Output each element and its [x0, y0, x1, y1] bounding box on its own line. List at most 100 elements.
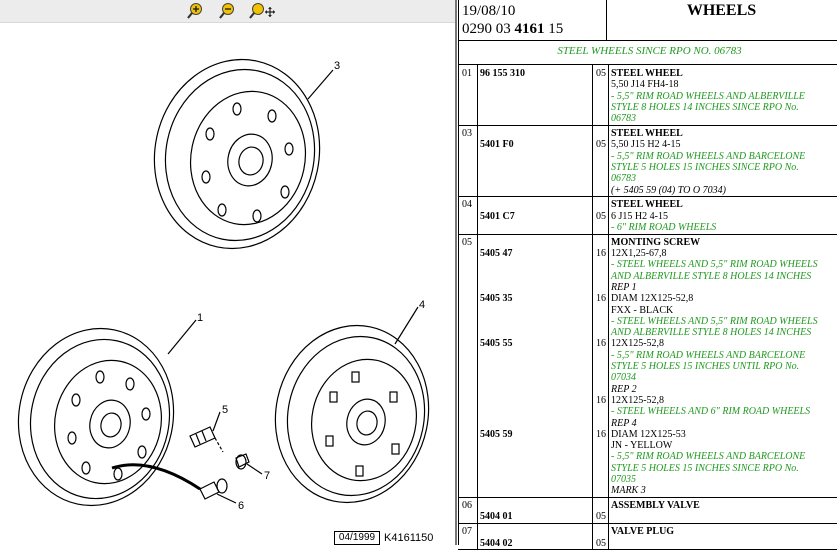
column-separator	[592, 232, 593, 497]
application-note: - 5,5" RIM ROAD WHEELS AND BARCELONE	[611, 349, 806, 361]
row-ref: 04	[462, 199, 472, 211]
column-separator	[477, 195, 478, 234]
row-separator	[458, 497, 837, 498]
part-spec: 5,50 J15 H2 4-15	[611, 139, 681, 151]
part-number: 5405 35	[480, 293, 513, 305]
zoom-toolbar	[0, 0, 455, 23]
quantity: 05	[596, 210, 606, 222]
part-spec: DIAM 12X125-53	[611, 428, 686, 440]
column-separator	[608, 496, 609, 524]
application-note: - STEEL WHEELS AND 5,5" RIM ROAD WHEELS	[611, 259, 818, 271]
application-note: 06783	[611, 113, 636, 125]
application-note: - 6" RIM ROAD WHEELS	[611, 221, 717, 233]
column-separator	[608, 64, 609, 125]
application-note: - 5,5" RIM ROAD WHEELS AND BARCELONE	[611, 150, 806, 162]
pane-divider[interactable]	[455, 0, 457, 545]
part-designation: STEEL WHEEL	[611, 128, 683, 139]
column-separator	[477, 232, 478, 497]
quantity: 16	[596, 293, 606, 305]
application-note: - STEEL WHEELS AND 6" RIM ROAD WHEELS	[611, 406, 811, 418]
parts-list-pane: 19/08/10 0290 03 4161 15 WHEELS STEEL WH…	[458, 0, 837, 550]
row-ref: 07	[462, 526, 472, 538]
column-separator	[477, 496, 478, 524]
application-note: 07035	[611, 474, 636, 485]
part-spec: 6 J15 H2 4-15	[611, 210, 668, 222]
drawing-pane: 3 1 4 5 7 6 04/1999 K4161150	[0, 0, 455, 545]
column-separator	[592, 195, 593, 234]
part-spec: MARK 3	[611, 485, 646, 497]
column-separator	[608, 232, 609, 497]
zoom-in-icon	[187, 3, 202, 19]
zoom-out-icon	[219, 3, 234, 19]
part-number: 5405 55	[480, 338, 513, 350]
part-spec: 12X125-52,8	[611, 338, 665, 350]
callout-6: 6	[238, 500, 244, 512]
part-number: 5405 59	[480, 428, 513, 440]
callout-7: 7	[264, 470, 270, 482]
zoom-pan-icon	[249, 3, 275, 19]
callout-1: 1	[197, 312, 203, 324]
screw-5-drawing	[189, 426, 224, 453]
column-separator	[477, 522, 478, 550]
column-separator	[477, 64, 478, 125]
part-spec: REP 4	[611, 417, 637, 429]
application-note: STYLE 5 HOLES 15 INCHES UNTIL RPO No.	[611, 361, 800, 372]
column-separator	[608, 195, 609, 234]
row-ref: 06	[462, 500, 472, 512]
part-designation: MONTING SCREW	[611, 236, 701, 248]
quantity: 16	[596, 338, 606, 350]
row-ref: 05	[462, 236, 472, 248]
part-number: 5404 01	[480, 511, 513, 523]
part-number: 96 155 310	[480, 68, 525, 79]
zoom-in-button[interactable]	[187, 2, 207, 20]
column-separator	[458, 0, 459, 545]
application-note: STYLE 5 HOLES 15 INCHES SINCE RPO No.	[611, 161, 799, 173]
row-separator	[458, 234, 837, 235]
part-spec: REP 2	[611, 383, 637, 395]
row-separator	[458, 125, 837, 126]
zoom-out-button[interactable]	[219, 2, 239, 20]
plug-7-drawing	[235, 453, 250, 470]
column-separator	[608, 124, 609, 196]
application-note: 06783	[611, 173, 636, 185]
application-note: - 5,5" RIM ROAD WHEELS AND BARCELONE	[611, 451, 806, 463]
column-separator	[592, 496, 593, 524]
part-spec: 12X125-52,8	[611, 394, 665, 406]
application-note: - STEEL WHEELS AND 5,5" RIM ROAD WHEELS	[611, 315, 818, 327]
part-designation: ASSEMBLY VALVE	[611, 500, 700, 512]
part-number: 5404 02	[480, 537, 513, 549]
application-note: STYLE 5 HOLES 15 INCHES SINCE RPO No.	[611, 462, 799, 474]
row-ref: 01	[462, 68, 472, 79]
application-note: - 5,5" RIM ROAD WHEELS AND ALBERVILLE	[611, 90, 805, 102]
application-note: 07034	[611, 372, 636, 384]
column-separator	[608, 522, 609, 550]
callout-5: 5	[222, 404, 228, 416]
zoom-pan-button[interactable]	[249, 2, 279, 20]
part-spec: JN - YELLOW	[611, 440, 673, 452]
callout-4: 4	[419, 299, 425, 311]
wheels-exploded-drawing: 3 1 4 5 7 6	[17, 58, 430, 512]
row-separator	[458, 196, 837, 197]
part-spec: 5,50 J14 FH4-18	[611, 79, 679, 91]
part-number: 5401 C7	[480, 210, 515, 222]
callout-3: 3	[334, 60, 340, 72]
valve-6-drawing	[111, 463, 228, 500]
row-separator	[458, 64, 837, 65]
row-ref: 03	[462, 128, 472, 139]
page-title: WHEELS	[686, 2, 757, 19]
quantity: 16	[596, 248, 606, 259]
row-separator	[458, 40, 837, 41]
part-number: 5405 47	[480, 248, 513, 259]
part-spec: DIAM 12X125-52,8	[611, 293, 694, 305]
quantity: 16	[596, 394, 606, 406]
column-separator	[606, 0, 607, 40]
application-note: AND ALBERVILLE STYLE 8 HOLES 14 INCHES	[611, 327, 812, 339]
page-subtitle: STEEL WHEELS SINCE RPO NO. 06783	[557, 45, 742, 57]
quantity: 05	[596, 139, 606, 151]
part-designation: STEEL WHEEL	[611, 68, 683, 79]
column-separator	[592, 64, 593, 125]
part-spec: FXX - BLACK	[611, 304, 674, 316]
column-separator	[477, 124, 478, 196]
wheel-3-drawing	[153, 58, 321, 250]
part-designation: STEEL WHEEL	[611, 199, 683, 211]
